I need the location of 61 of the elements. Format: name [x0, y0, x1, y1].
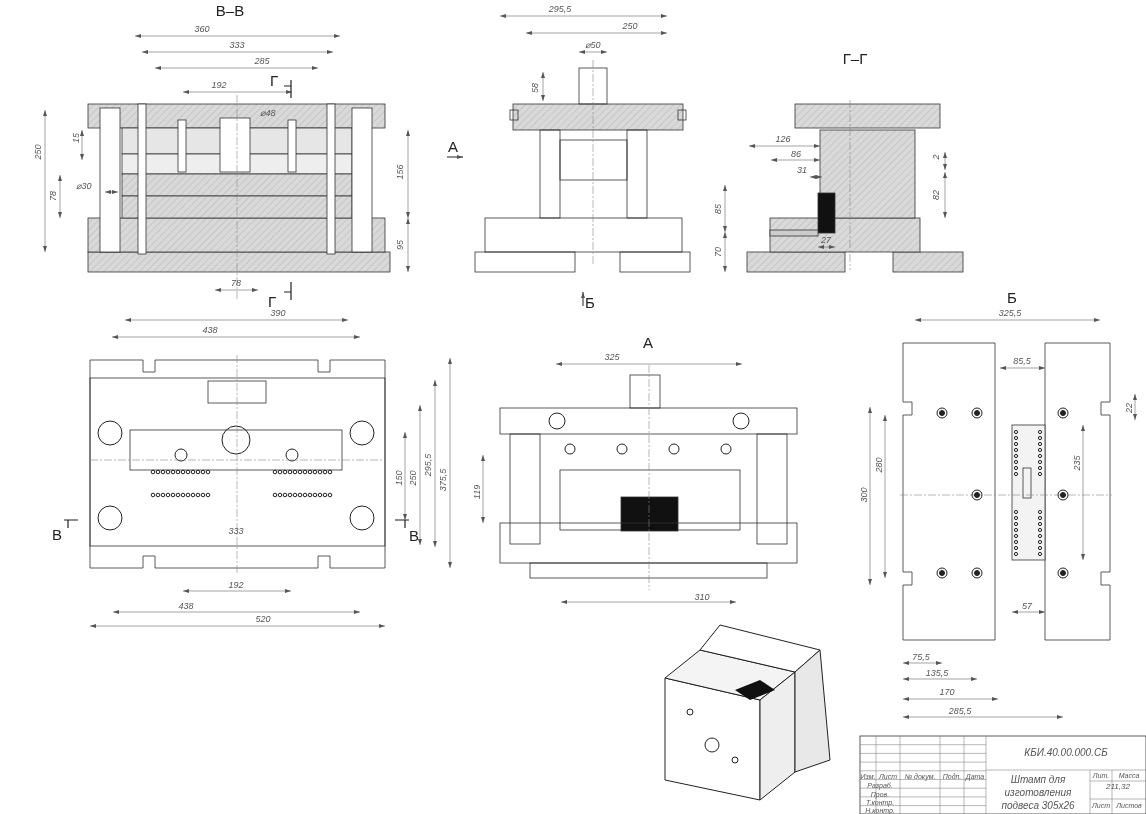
- view-direction-letter: А: [448, 138, 458, 154]
- dimension-value: 375,5: [438, 468, 448, 492]
- dimension-value: 235: [1072, 455, 1082, 471]
- dimension-value: 70: [713, 247, 723, 257]
- view-title: Б: [1007, 289, 1017, 305]
- dimension-value: 58: [530, 83, 540, 93]
- dimension-value: 310: [694, 592, 710, 602]
- dimension-value: 85,5: [1013, 356, 1031, 366]
- dimension-value: 285,5: [948, 706, 972, 716]
- dimension-value: 295,5: [548, 4, 572, 14]
- dimension-value: 192: [211, 80, 227, 90]
- dimension-value: 300: [859, 487, 869, 503]
- dimension-value: 250: [408, 470, 418, 486]
- dimension-value: 250: [622, 21, 638, 31]
- dimension-value: 360: [194, 24, 210, 34]
- dimension-value: 57: [1022, 601, 1032, 611]
- dimension-value: 15: [71, 133, 81, 143]
- dimension-value: 31: [797, 165, 807, 175]
- drawing-title: Штамп для изготовления подвеса 305х26: [1000, 772, 1076, 812]
- section-letter: Г: [267, 293, 277, 309]
- dimension-value: 280: [874, 457, 884, 473]
- dimension-value: 333: [229, 40, 245, 50]
- dimension-value: ⌀48: [260, 108, 276, 118]
- view-title: В–В: [215, 2, 245, 18]
- dimension-value: 295,5: [423, 453, 433, 477]
- dimension-value: 2: [931, 154, 941, 160]
- dimension-value: 438: [178, 601, 194, 611]
- dimension-value: ⌀50: [585, 40, 601, 50]
- dimension-value: 82: [931, 190, 941, 200]
- view-direction-letter: Б: [585, 294, 595, 310]
- dimension-value: 285: [254, 56, 270, 66]
- dimension-value: 85: [713, 204, 723, 214]
- dimension-value: 170: [939, 687, 955, 697]
- dimension-value: 78: [48, 191, 58, 201]
- section-letter: В: [52, 526, 62, 542]
- dimension-value: ⌀30: [76, 181, 92, 191]
- dimension-value: 95: [395, 240, 405, 250]
- dimension-value: 192: [228, 580, 244, 590]
- dimension-value: 325: [604, 352, 620, 362]
- dimension-value: 150: [394, 470, 404, 486]
- dimension-value: 75,5: [912, 652, 930, 662]
- view-title: Г–Г: [842, 50, 868, 66]
- dimension-value: 325,5: [998, 308, 1022, 318]
- dimension-value: 156: [395, 164, 405, 180]
- mass-value: 211,32: [1106, 783, 1130, 791]
- dimension-value: 86: [791, 149, 801, 159]
- dimension-value: 250: [33, 144, 43, 160]
- drawing-number: КБИ.40.00.000.СБ: [1024, 748, 1108, 758]
- dimension-value: 126: [775, 134, 791, 144]
- dimension-value: 135,5: [925, 668, 949, 678]
- dimension-value: 119: [472, 484, 482, 500]
- section-letter: Г: [269, 72, 279, 88]
- dimension-value: 390: [270, 308, 286, 318]
- view-title: А: [643, 334, 653, 350]
- dimension-value: 438: [202, 325, 218, 335]
- section-letter: В: [409, 527, 419, 543]
- dimension-value: 22: [1124, 403, 1134, 413]
- dimension-value: 78: [231, 278, 241, 288]
- dimension-value: 27: [821, 235, 831, 245]
- dimension-value: 333: [228, 526, 244, 536]
- dimension-value: 520: [255, 614, 271, 624]
